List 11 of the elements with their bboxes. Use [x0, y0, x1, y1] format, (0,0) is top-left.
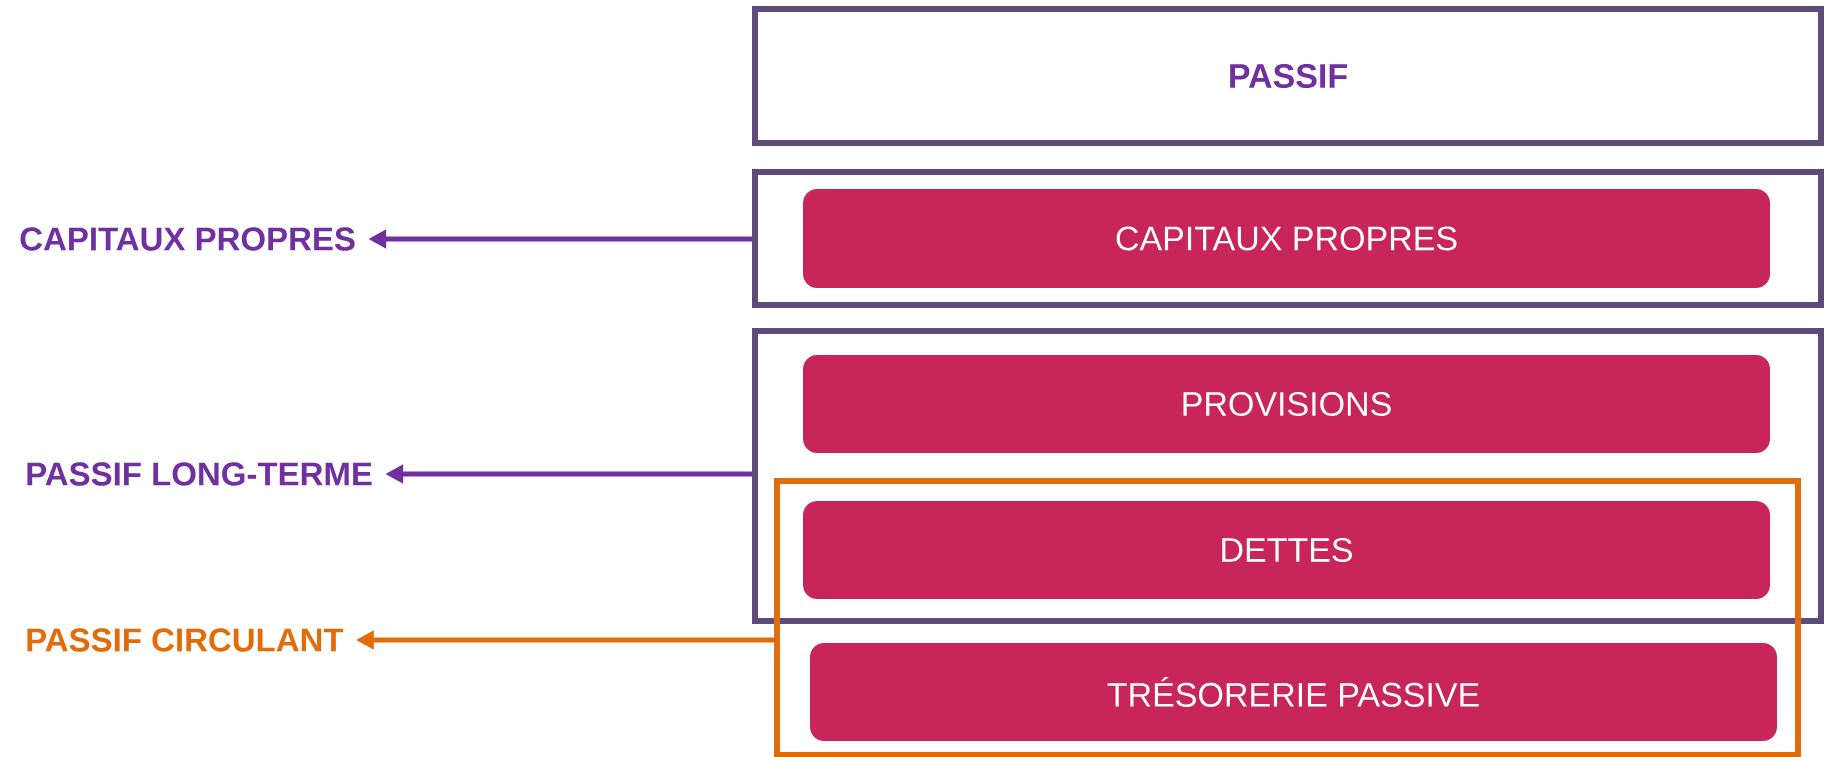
item-box: PROVISIONS	[803, 355, 1770, 453]
group-frame	[752, 328, 1824, 624]
side-label: PASSIF LONG-TERME	[27, 462, 372, 486]
header-box: PASSIF	[752, 6, 1824, 146]
group-frame	[752, 169, 1824, 308]
group-frame	[774, 478, 1801, 757]
side-label: PASSIF CIRCULANT	[27, 628, 344, 652]
item-box: CAPITAUX PROPRES	[803, 189, 1770, 288]
item-box: TRÉSORERIE PASSIVE	[810, 643, 1777, 741]
item-box: DETTES	[803, 501, 1770, 599]
side-label: CAPITAUX PROPRES	[20, 227, 355, 251]
